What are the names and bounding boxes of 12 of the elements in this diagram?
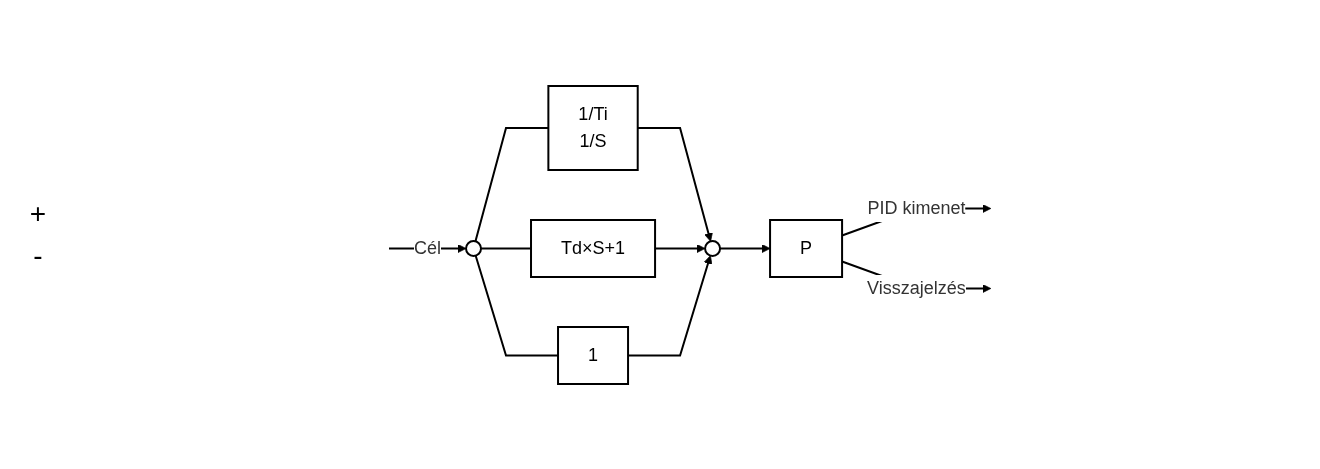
edge-label: Cél	[414, 237, 442, 258]
node-box: 1	[557, 325, 630, 385]
node-circle	[704, 239, 722, 257]
arrow	[719, 243, 771, 253]
edge-label: PID kimenet	[867, 197, 966, 218]
sign-label: -	[33, 239, 43, 272]
edge-label: Visszajelzés	[867, 277, 966, 298]
node-box: 1/Ti 1/S	[547, 84, 639, 171]
node-circle	[465, 239, 483, 257]
node-box: P	[769, 218, 844, 278]
sign-label: +	[29, 197, 47, 230]
node-box: Td×S+1	[530, 218, 657, 278]
